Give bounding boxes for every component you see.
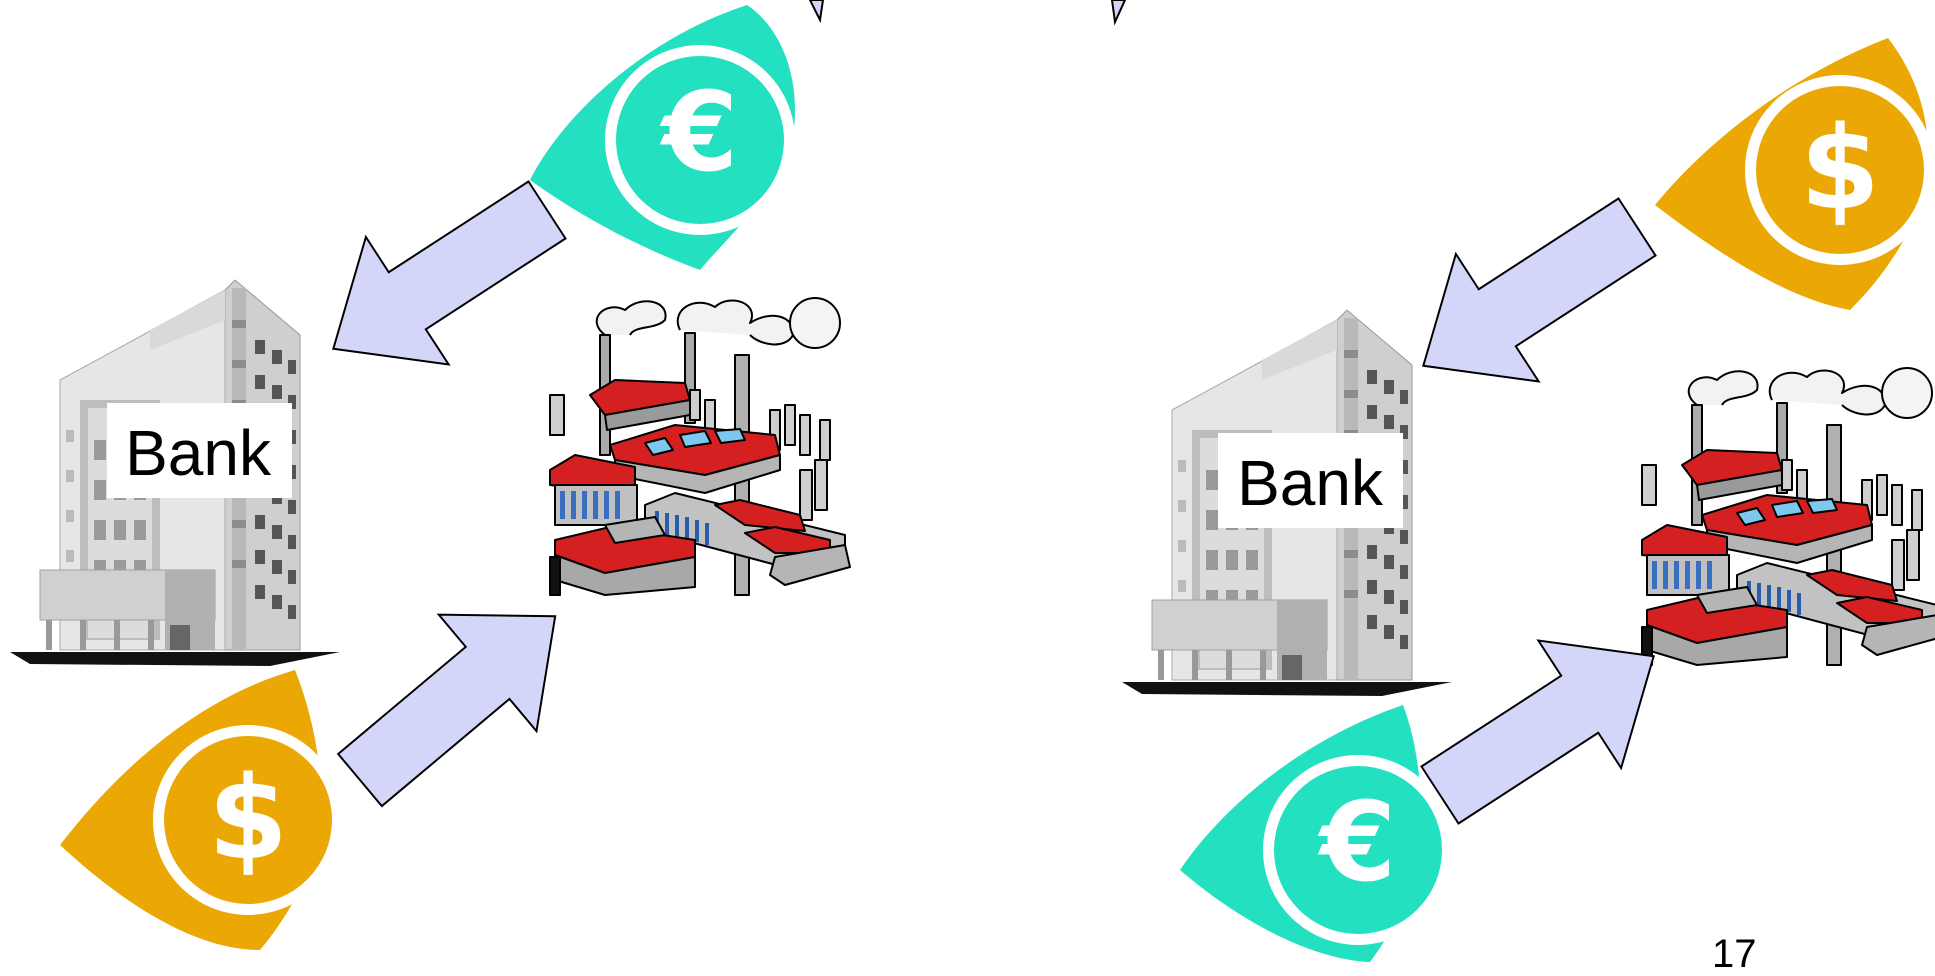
arrow-dollar-to-factory-left <box>310 557 606 840</box>
bank-label-right: Bank <box>1237 447 1384 519</box>
dollar-symbol: $ <box>1800 102 1880 236</box>
page-number: 17 <box>1712 932 1757 976</box>
bank-label-box-left <box>107 403 292 498</box>
arrow-stub-top-right <box>1110 0 1127 26</box>
arrow-stub-top-left <box>808 0 825 24</box>
bank-label-box-right <box>1218 433 1403 528</box>
right-scene: $ Bank € <box>1110 0 1935 962</box>
euro-coin-icon: € <box>530 5 796 270</box>
left-scene: € Bank $ <box>9 0 851 950</box>
dollar-coin-icon: $ <box>1655 38 1935 310</box>
bank-label-left: Bank <box>125 417 272 489</box>
euro-symbol: € <box>659 68 739 196</box>
factory-left <box>549 297 851 596</box>
euro-symbol: € <box>1317 778 1397 906</box>
dollar-symbol: $ <box>208 752 288 886</box>
dollar-coin-icon: $ <box>60 670 343 950</box>
factory-right <box>1641 367 1935 666</box>
euro-coin-icon: € <box>1180 705 1453 962</box>
arrow-dollar-to-bank-right <box>1380 162 1680 431</box>
